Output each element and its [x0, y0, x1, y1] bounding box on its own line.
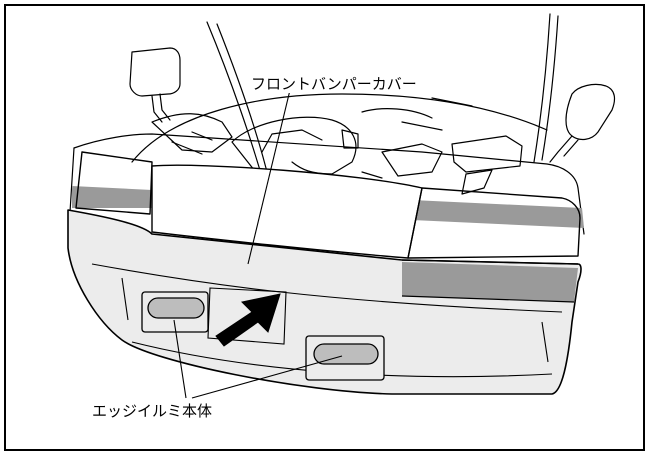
vehicle-front-illustration — [67, 13, 616, 399]
upper-panel — [73, 133, 579, 189]
plate-recess — [207, 287, 287, 345]
push-direction-arrow — [215, 293, 281, 347]
edge-illumi-left — [147, 297, 205, 319]
front-bumper-cover-label: フロントバンパーカバー — [251, 75, 417, 93]
leader-bumper-cover — [247, 89, 291, 265]
edge-illumi-body-label: エッジイルミ本体 — [92, 402, 213, 420]
hood-outline — [206, 21, 265, 185]
diagram-frame: フロントバンパーカバー エッジイルミ本体 — [4, 4, 645, 451]
gray-band — [72, 186, 152, 208]
leader-edge-left — [173, 319, 187, 399]
bumper-cover — [67, 209, 582, 395]
right-headlight — [407, 187, 581, 259]
left-mirror — [129, 47, 181, 97]
right-mirror — [565, 83, 616, 141]
engine-bay — [131, 93, 548, 163]
left-headlight — [75, 151, 153, 215]
leader-edge-right — [191, 355, 343, 399]
